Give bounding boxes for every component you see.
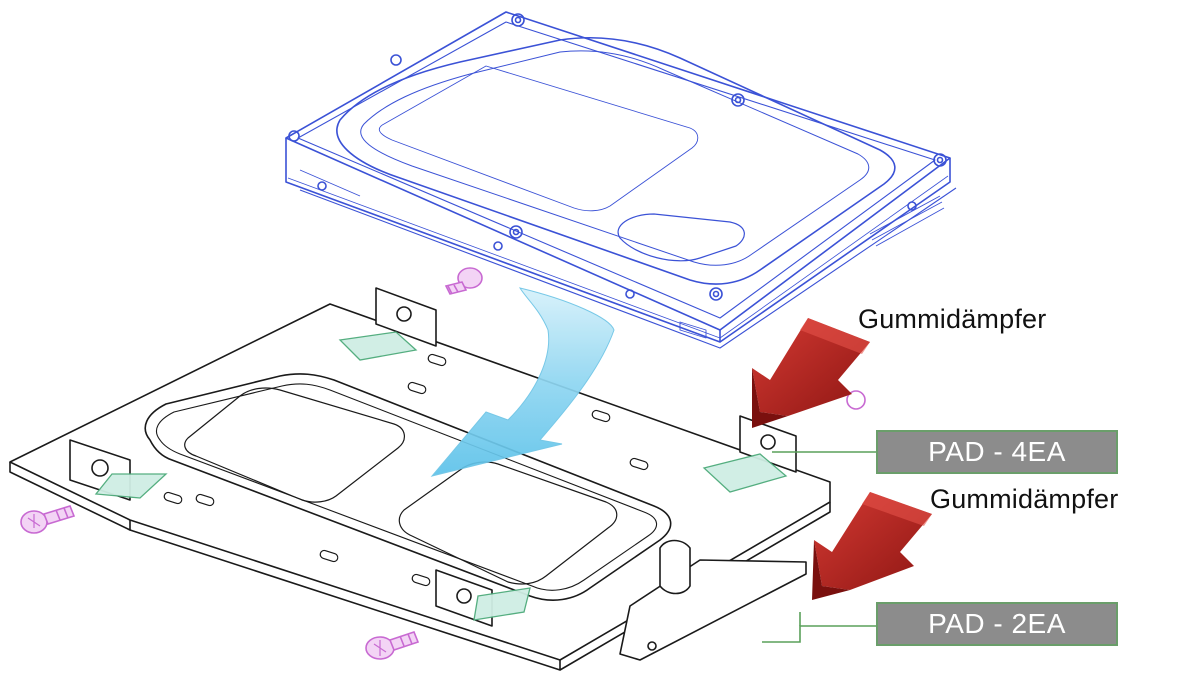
screw-front	[365, 631, 420, 660]
rubber-pads	[94, 331, 788, 621]
leader-lines	[762, 451, 876, 643]
screw-back	[444, 267, 483, 295]
screw-right-hint	[846, 390, 866, 410]
pointer-arrow-bottom	[812, 492, 932, 600]
pad-right	[702, 453, 788, 493]
screw-left	[20, 505, 76, 534]
hard-drive	[285, 11, 957, 349]
pad-label-4ea: PAD - 4EA	[876, 430, 1118, 474]
insert-arrow	[430, 287, 615, 477]
screws	[20, 267, 866, 660]
pad-label-2ea: PAD - 2EA	[876, 602, 1118, 646]
mounting-tray	[9, 287, 831, 671]
pad-front	[473, 587, 531, 621]
pad-left	[94, 473, 168, 499]
pad-back	[338, 331, 418, 361]
damper-label-top: Gummidämpfer	[858, 304, 1047, 334]
pointer-arrow-top	[752, 318, 870, 428]
damper-label-bottom: Gummidämpfer	[930, 484, 1119, 514]
